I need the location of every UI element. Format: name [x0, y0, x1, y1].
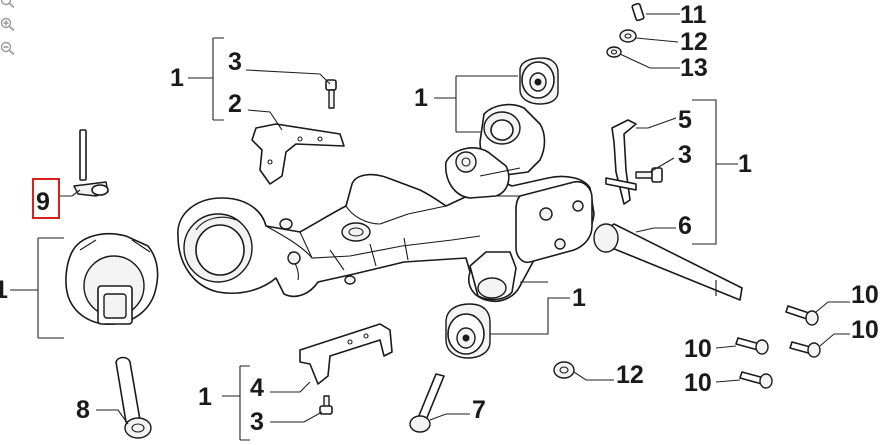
callout-1[interactable]: 1	[414, 84, 428, 112]
callout-5[interactable]: 5	[678, 106, 692, 134]
callout-3[interactable]: 3	[250, 408, 264, 436]
bolt-3-top[interactable]	[325, 79, 337, 109]
bracket-2[interactable]	[251, 123, 345, 185]
callout-11[interactable]: 11	[680, 1, 707, 29]
callout-3[interactable]: 3	[678, 141, 692, 169]
selected-callout-highlight	[32, 178, 60, 219]
callout-7[interactable]: 7	[472, 396, 486, 424]
zoom-out-icon[interactable]	[0, 41, 16, 55]
callout-10[interactable]: 10	[851, 316, 879, 344]
callout-3[interactable]: 3	[228, 48, 242, 76]
bolt-10-a[interactable]	[785, 305, 819, 326]
callout-2[interactable]: 2	[228, 90, 242, 118]
bolt-3-bottom[interactable]	[319, 395, 333, 415]
upper-bushing[interactable]	[519, 57, 559, 105]
bolt-10-b[interactable]	[789, 341, 821, 358]
zoom-in-icon[interactable]	[0, 17, 16, 31]
subframe-crossmember[interactable]	[177, 103, 595, 302]
callout-13[interactable]: 13	[680, 54, 708, 82]
callout-1[interactable]: 1	[0, 276, 8, 304]
washer-13[interactable]	[606, 46, 622, 58]
shaft-6[interactable]	[593, 223, 743, 301]
bolt-3-right[interactable]	[635, 167, 663, 183]
callout-10[interactable]: 10	[684, 335, 712, 363]
callout-12[interactable]: 12	[680, 28, 708, 56]
callout-8[interactable]: 8	[76, 396, 90, 424]
callout-12[interactable]: 12	[616, 361, 644, 389]
leader-lines	[10, 13, 850, 441]
washer-12-top[interactable]	[619, 29, 637, 43]
callout-4[interactable]: 4	[250, 374, 264, 402]
washer-12-bottom[interactable]	[553, 361, 575, 379]
callout-6[interactable]: 6	[678, 212, 692, 240]
callout-9[interactable]: 9	[36, 188, 50, 216]
lower-bushing[interactable]	[445, 303, 491, 359]
bolt-10-c[interactable]	[735, 337, 769, 355]
callout-labels: 1 3 2 1 11 12 13 5 3 1 6 9 1 1 10 10 10 …	[0, 1, 879, 436]
bolt-8[interactable]	[115, 356, 152, 439]
bracket-4[interactable]	[299, 323, 393, 385]
callout-10[interactable]: 10	[851, 281, 879, 309]
callout-1[interactable]: 1	[198, 383, 212, 411]
bolt-9[interactable]	[73, 129, 109, 197]
callout-1[interactable]: 1	[572, 284, 586, 312]
callout-1[interactable]: 1	[738, 150, 752, 178]
callout-10[interactable]: 10	[684, 369, 712, 397]
zoom-fit-icon[interactable]	[0, 0, 16, 8]
left-mount-bushing[interactable]	[65, 232, 159, 325]
bolt-7[interactable]	[409, 373, 445, 433]
callout-1[interactable]: 1	[170, 64, 184, 92]
bolt-11[interactable]	[631, 2, 645, 22]
bracket-5[interactable]	[605, 119, 637, 205]
bolt-10-d[interactable]	[739, 371, 773, 389]
